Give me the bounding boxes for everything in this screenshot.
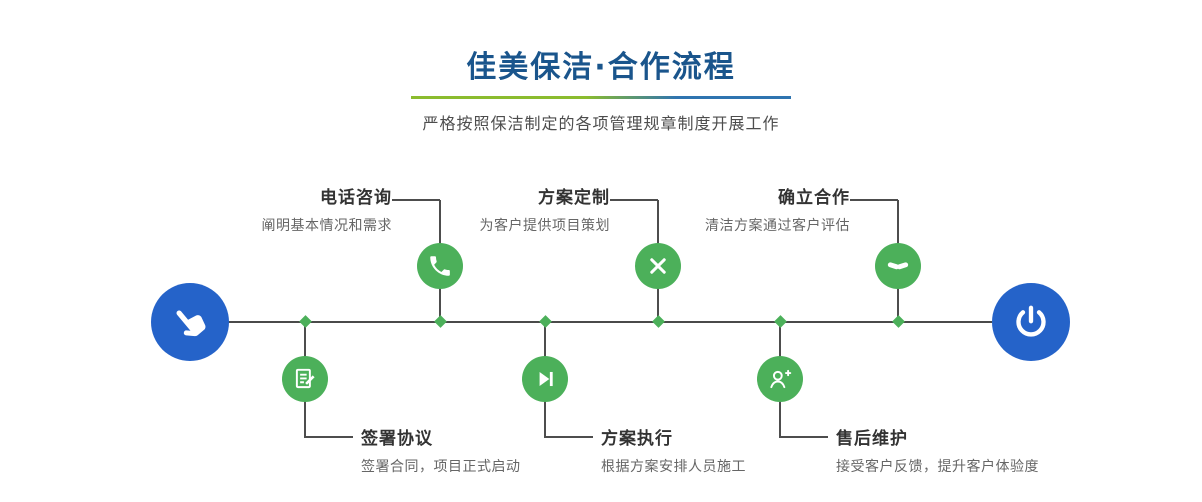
service-icon: [767, 366, 793, 392]
step-design-label: 方案定制 为客户提供项目策划: [480, 183, 611, 235]
page-subtitle: 严格按照保洁制定的各项管理规章制度开展工作: [422, 114, 780, 133]
handshake-icon: [885, 253, 911, 279]
step-desc: 接受客户反馈，提升客户体验度: [836, 459, 1039, 475]
timeline-start-node: [151, 283, 229, 361]
step-title: 方案执行: [601, 429, 673, 449]
step-cooperate-node: [875, 243, 921, 289]
step-execute-node: [522, 356, 568, 402]
step-desc: 根据方案安排人员施工: [601, 459, 746, 475]
diamond-marker: [434, 315, 447, 328]
step-desc: 为客户提供项目策划: [479, 218, 610, 234]
title-divider: [411, 96, 791, 99]
step-desc: 签署合同，项目正式启动: [361, 459, 521, 475]
execute-icon: [532, 366, 558, 392]
diamond-marker: [539, 315, 552, 328]
step-desc: 清洁方案通过客户评估: [705, 218, 850, 234]
step-cooperate-label: 确立合作 清洁方案通过客户评估: [705, 183, 850, 235]
step-sign-node: [282, 356, 328, 402]
connector: [850, 199, 898, 201]
step-phone-label: 电话咨询 阐明基本情况和需求: [262, 183, 393, 235]
step-design-node: [635, 243, 681, 289]
phone-icon: [427, 253, 453, 279]
connector: [610, 199, 658, 201]
design-icon: [645, 253, 671, 279]
step-title: 签署协议: [361, 429, 433, 449]
connector: [780, 436, 828, 438]
step-service-label: 售后维护 接受客户反馈，提升客户体验度: [836, 424, 1039, 476]
step-title: 电话咨询: [320, 188, 392, 208]
step-title: 确立合作: [778, 188, 850, 208]
diamond-marker: [652, 315, 665, 328]
diamond-marker: [299, 315, 312, 328]
diamond-marker: [892, 315, 905, 328]
connector: [305, 436, 353, 438]
step-execute-label: 方案执行 根据方案安排人员施工: [601, 424, 746, 476]
connector: [392, 199, 440, 201]
power-icon: [1011, 302, 1051, 342]
step-sign-label: 签署协议 签署合同，项目正式启动: [361, 424, 521, 476]
step-service-node: [757, 356, 803, 402]
step-phone-node: [417, 243, 463, 289]
step-desc: 阐明基本情况和需求: [261, 218, 392, 234]
connector: [545, 436, 593, 438]
hand-pointer-icon: [160, 292, 219, 351]
sign-icon: [292, 366, 318, 392]
step-title: 方案定制: [538, 188, 610, 208]
page-title: 佳美保洁·合作流程: [466, 50, 736, 85]
step-title: 售后维护: [836, 429, 908, 449]
timeline-end-node: [992, 283, 1070, 361]
timeline-line: [228, 321, 992, 323]
diamond-marker: [774, 315, 787, 328]
